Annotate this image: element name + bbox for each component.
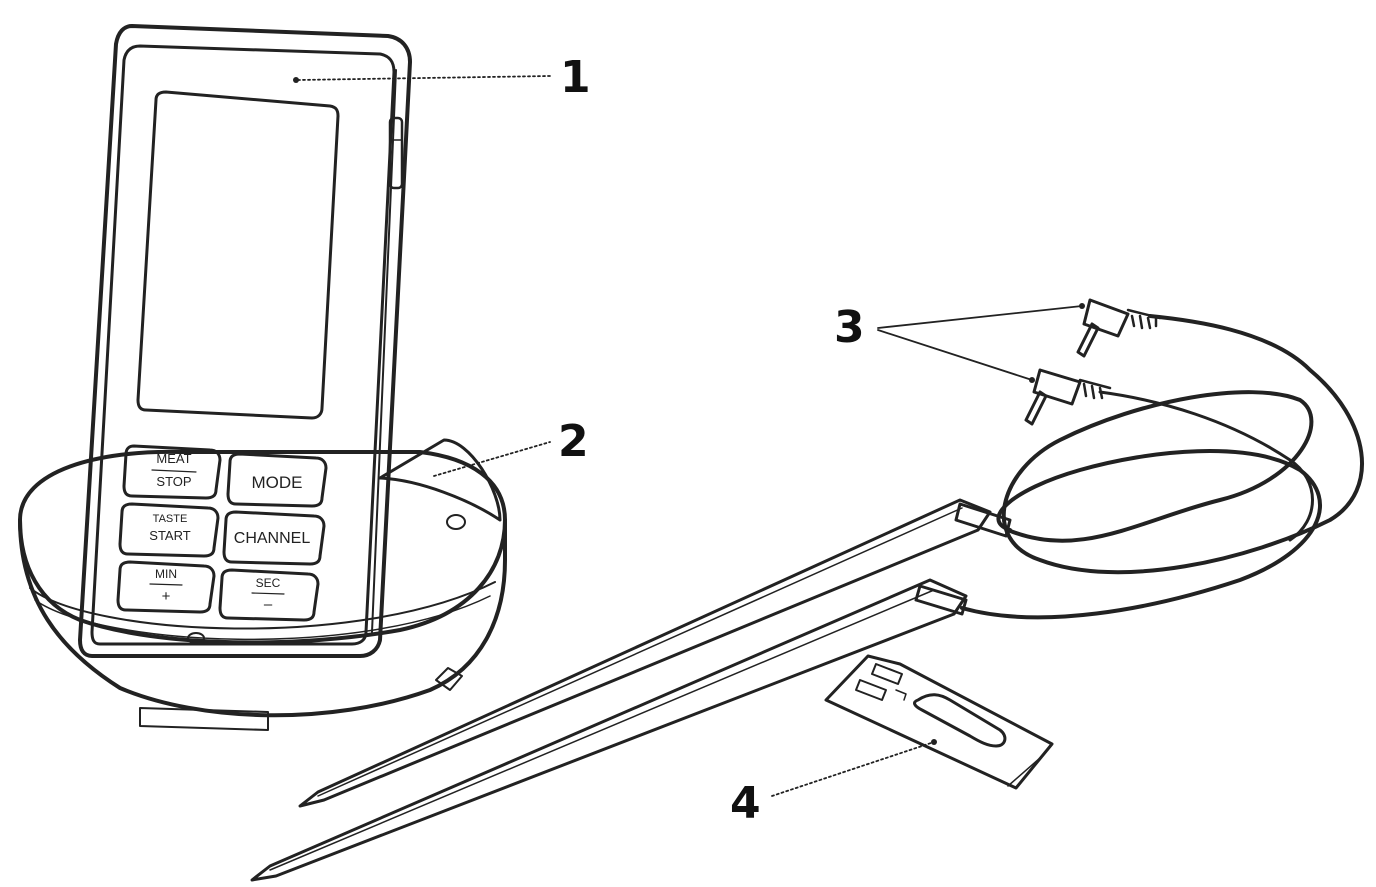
taste-start-button[interactable]: TASTE START — [118, 502, 220, 558]
leader-line-3a — [877, 305, 1083, 329]
min-plus-button[interactable]: MIN + — [116, 560, 216, 614]
probe-cables — [960, 314, 1364, 620]
receiver-leader-dot — [293, 77, 299, 83]
channel-label: CHANNEL — [234, 530, 311, 547]
callout-4-clip: 4 — [730, 778, 761, 829]
callout-1-receiver: 1 — [560, 52, 591, 103]
channel-button[interactable]: CHANNEL — [222, 510, 326, 566]
sec-minus-button[interactable]: SEC – — [218, 568, 320, 622]
leader-line-1 — [297, 75, 551, 81]
leader-line-3b — [877, 329, 1033, 381]
probe-holder-clip — [824, 654, 1054, 790]
stop-label: STOP — [156, 474, 191, 489]
sec-label: SEC — [256, 576, 281, 590]
start-label: START — [149, 528, 190, 543]
minus-label: – — [264, 596, 273, 613]
meat-stop-button[interactable]: MEAT STOP — [122, 444, 222, 500]
leader-line-2 — [433, 441, 551, 477]
leader-line-4 — [771, 741, 935, 797]
meat-label: MEAT — [156, 451, 191, 466]
callout-2-base: 2 — [558, 416, 589, 467]
meat-probes — [250, 498, 1012, 882]
probe-plug-lower — [1024, 368, 1112, 426]
min-label: MIN — [155, 567, 177, 581]
taste-label: TASTE — [153, 513, 188, 525]
mode-label: MODE — [252, 473, 303, 492]
leader-lines — [297, 75, 1083, 797]
probe-plug-upper — [1076, 298, 1162, 358]
plus-label: + — [162, 588, 171, 605]
callout-3-probes: 3 — [834, 302, 865, 353]
receiver-unit: MEAT STOP MODE TASTE START CHANNEL MIN +… — [78, 24, 412, 658]
mode-button[interactable]: MODE — [226, 452, 328, 508]
